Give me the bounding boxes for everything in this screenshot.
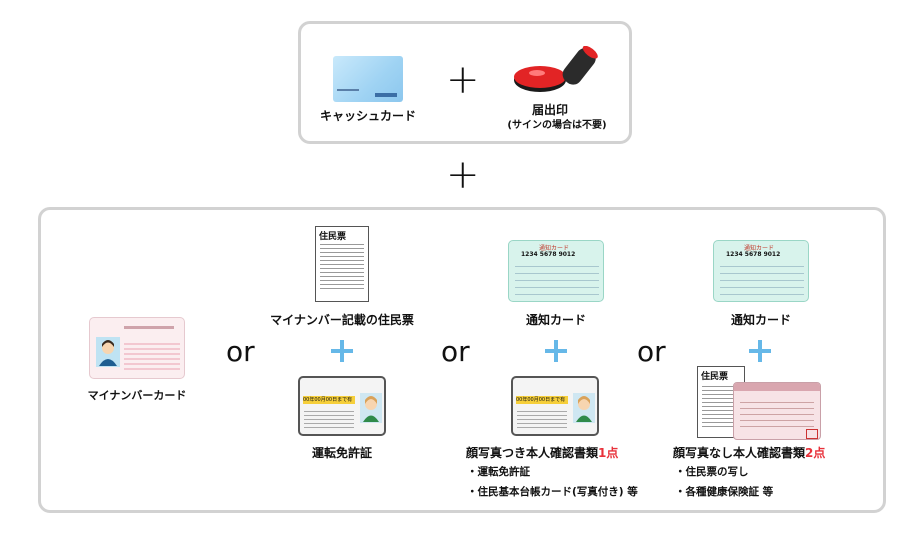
plus-icon: + xyxy=(446,57,480,103)
option3-id-label: 顔写真なし本人確認書類2点 xyxy=(673,444,853,461)
health-insurance-card-image xyxy=(733,382,821,440)
seal-note: (サインの場合は不要) xyxy=(507,120,607,131)
option1-license-label: 運転免許証 xyxy=(311,446,372,460)
drivers-license-image-2: 00年00月00日まで有効 xyxy=(511,376,599,436)
option2-item-1: ・運転免許証 xyxy=(467,466,530,478)
cash-card-label: キャッシュカード xyxy=(319,109,416,123)
or-label-2: or xyxy=(441,335,470,368)
option1-doc-label: マイナンバー記載の住民票 xyxy=(270,313,414,327)
option2-id-label: 顔写真つき本人確認書類1点 xyxy=(466,444,646,461)
or-label-1: or xyxy=(226,335,255,368)
notice-card-image-2: 通知カード 1234 5678 9012 xyxy=(713,240,809,302)
notice-card-image-1: 通知カード 1234 5678 9012 xyxy=(508,240,604,302)
juminhyo-document-image: 住民票 xyxy=(315,226,369,302)
notice-card-title-2: 通知カード xyxy=(744,245,775,252)
drivers-license-image-1: 00年00月00日まで有効 xyxy=(298,376,386,436)
option2-item-2: ・住民基本台帳カード(写真付き) 等 xyxy=(467,486,638,498)
or-label-3: or xyxy=(637,335,666,368)
option3-item-2: ・各種健康保険証 等 xyxy=(675,486,774,498)
option3-doc-label: 通知カード xyxy=(730,313,791,327)
cash-card-logo xyxy=(375,93,397,97)
option2-doc-label: 通知カード xyxy=(525,313,586,327)
seal-stamp-icon xyxy=(514,46,598,92)
notice-card-title: 通知カード xyxy=(539,245,570,252)
option2-id-count: 1 xyxy=(598,446,607,460)
license-band: 00年00月00日まで有効 xyxy=(303,396,355,404)
plus-icon-blue-1 xyxy=(331,340,353,362)
option3-id-unit: 点 xyxy=(813,446,826,460)
option3-id-count: 2 xyxy=(805,446,814,460)
mynumber-card-label: マイナンバーカード xyxy=(87,389,187,402)
seal-label: 届出印 xyxy=(531,103,568,117)
plus-icon-main: + xyxy=(446,152,480,198)
option2-id-unit: 点 xyxy=(606,446,619,460)
license-band-2: 00年00月00日まで有効 xyxy=(516,396,568,404)
notice-card-number: 1234 5678 9012 xyxy=(521,251,576,258)
cash-card-stripe xyxy=(337,89,359,91)
juminhyo-title: 住民票 xyxy=(319,232,347,242)
option3-id-label-main: 顔写真なし本人確認書類 xyxy=(673,446,806,460)
plus-icon-blue-2 xyxy=(545,340,567,362)
plus-icon-blue-3 xyxy=(749,340,771,362)
notice-card-number-2: 1234 5678 9012 xyxy=(726,251,781,258)
juminhyo-title-2: 住民票 xyxy=(701,372,729,382)
option3-item-1: ・住民票の写し xyxy=(675,466,749,478)
mynumber-card-image xyxy=(89,317,185,379)
cash-card-image xyxy=(333,56,403,102)
option2-id-label-main: 顔写真つき本人確認書類 xyxy=(466,446,599,460)
